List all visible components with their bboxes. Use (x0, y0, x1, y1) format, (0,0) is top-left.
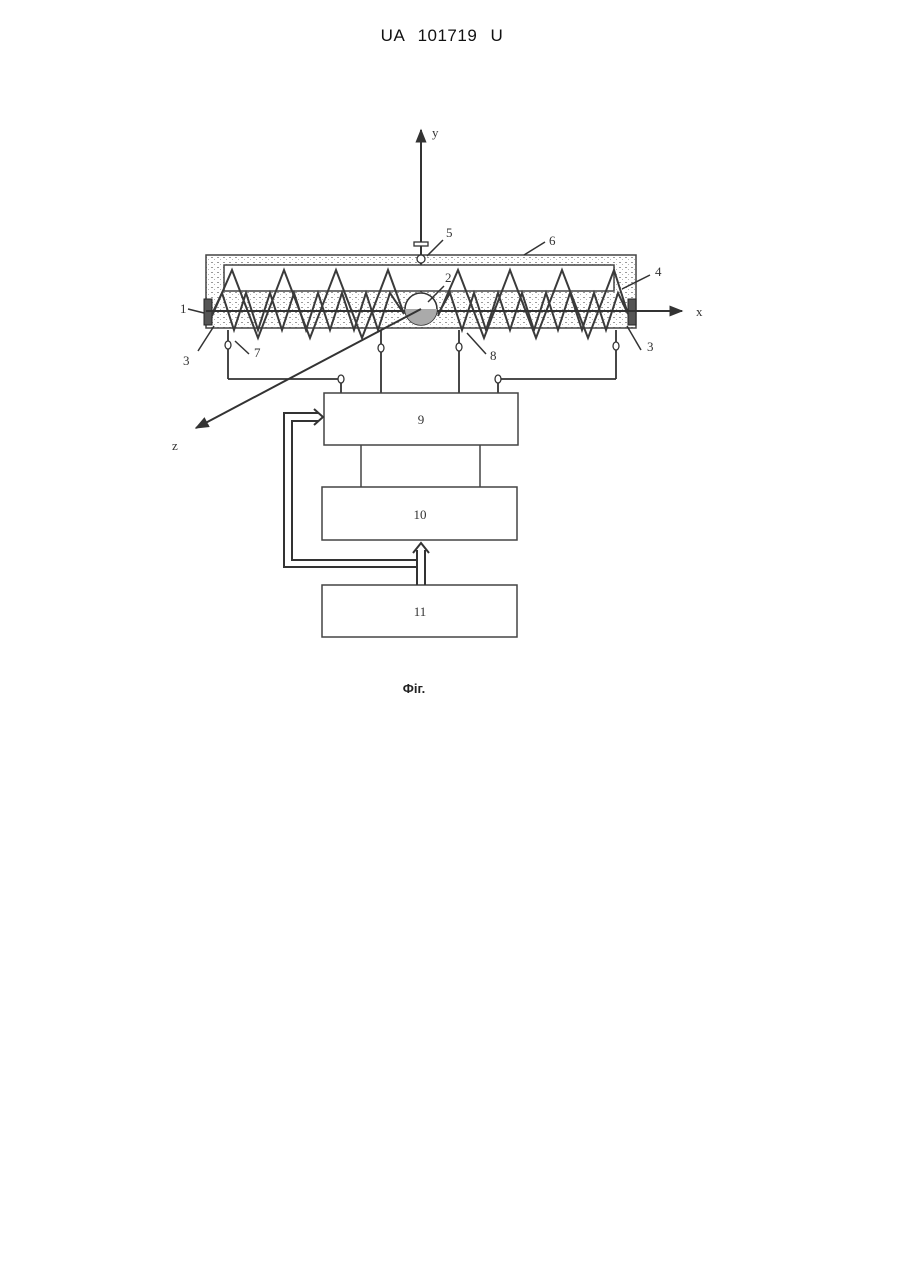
sensor-5-cap (414, 242, 428, 246)
label-3-right: 3 (647, 339, 654, 354)
leader-1 (188, 309, 204, 313)
block-9-label: 9 (418, 412, 425, 427)
leader-7 (235, 341, 249, 354)
leader-6 (524, 242, 545, 255)
bus-11-to-10 (413, 543, 429, 585)
label-1: 1 (180, 301, 187, 316)
label-2: 2 (445, 270, 452, 285)
figure-caption: Фіг. (0, 681, 828, 696)
label-4: 4 (655, 264, 662, 279)
label-7: 7 (254, 345, 261, 360)
label-5: 5 (446, 225, 453, 240)
leader-3-right (627, 326, 641, 350)
label-8: 8 (490, 348, 497, 363)
block-11-label: 11 (414, 604, 427, 619)
leader-5 (427, 240, 443, 256)
x-axis-label: x (696, 304, 703, 319)
sensor-5-body (417, 255, 425, 263)
label-6: 6 (549, 233, 556, 248)
y-axis-label: y (432, 125, 439, 140)
wiring-left (228, 330, 341, 393)
z-axis-label: z (172, 438, 178, 453)
terminal-symbols (225, 341, 619, 383)
label-3-left: 3 (183, 353, 190, 368)
block-10-label: 10 (414, 507, 427, 522)
leader-3-left (198, 326, 214, 351)
wiring-right (498, 330, 616, 393)
